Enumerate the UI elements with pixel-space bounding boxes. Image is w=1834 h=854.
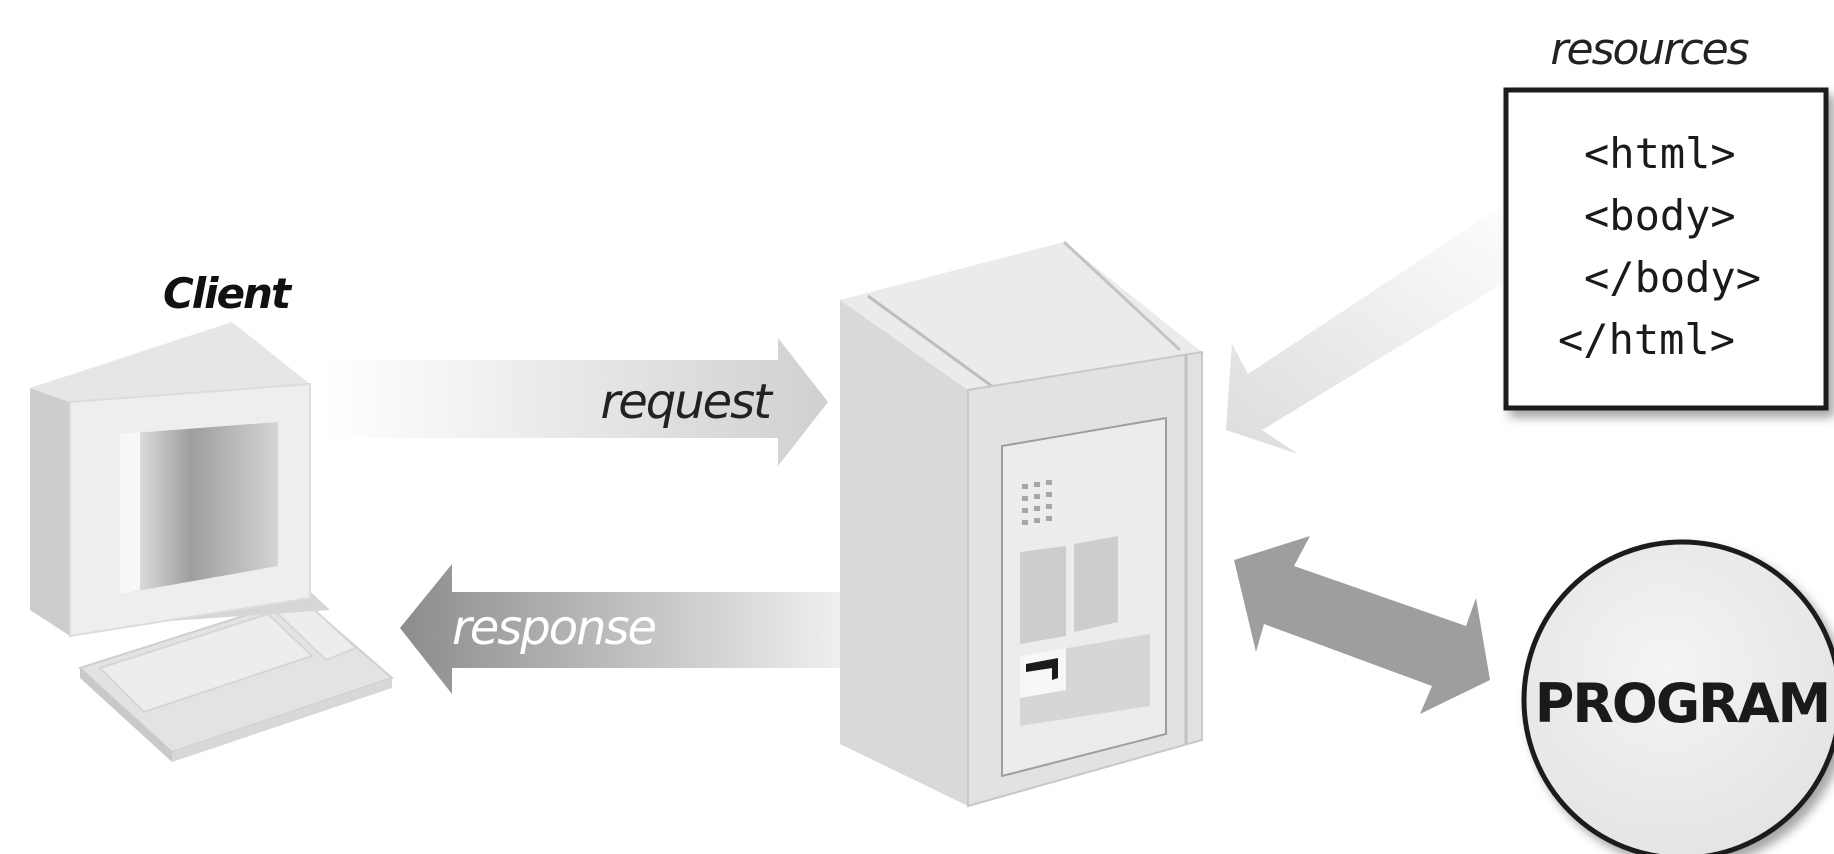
code-line: <html> <box>1584 129 1736 178</box>
web-server <box>840 240 1203 808</box>
response-arrow <box>400 564 842 694</box>
code-line: <body> <box>1584 191 1736 240</box>
program-double-arrow <box>1234 536 1490 714</box>
request-arrow <box>326 338 828 466</box>
resources-label: resources <box>1550 24 1748 75</box>
resources-box <box>1503 87 1829 411</box>
client-label: Client <box>163 269 293 318</box>
resources-arrow <box>1226 206 1548 454</box>
request-label: request <box>600 374 774 430</box>
code-line: </html> <box>1558 315 1735 364</box>
program-circle <box>1521 539 1834 854</box>
code-line: </body> <box>1584 253 1761 302</box>
client-computer <box>30 322 394 762</box>
response-label: response <box>452 600 656 656</box>
resources-code: <html> <body> </body> </html> <box>1558 129 1761 364</box>
program-label: PROGRAM <box>1535 672 1830 735</box>
